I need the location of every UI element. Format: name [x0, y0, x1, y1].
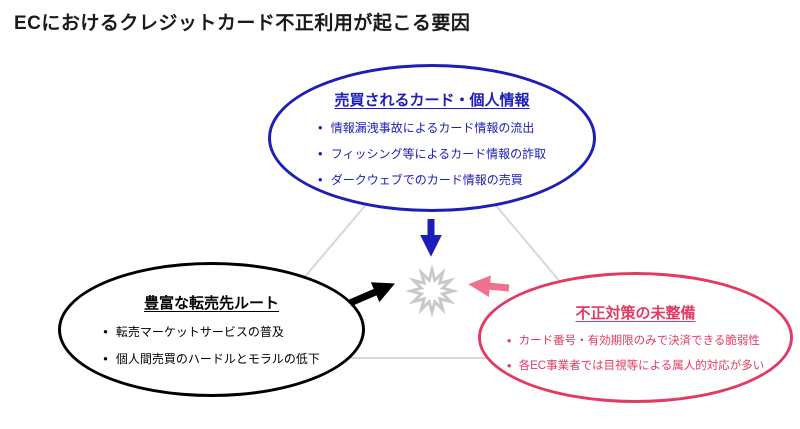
list-item: ● 各EC事業者では目視等による属人的対応が多い — [507, 357, 764, 373]
node-item-list: ● 情報漏洩事故によるカード情報の流出 ● フィッシング等によるカード情報の詐取… — [318, 119, 546, 188]
list-item: ● 個人間売買のハードルとモラルの低下 — [103, 350, 320, 367]
list-item: ● フィッシング等によるカード情報の詐取 — [318, 145, 546, 162]
bullet-icon: ● — [103, 354, 108, 363]
list-item-text: 個人間売買のハードルとモラルの低下 — [115, 352, 320, 366]
list-item-text: 情報漏洩事故によるカード情報の流出 — [330, 120, 535, 135]
node-traded-card-info: 売買されるカード・個人情報 ● 情報漏洩事故によるカード情報の流出 ● フィッシ… — [268, 64, 596, 212]
node-unprepared-countermeasures: 不正対策の未整備 ● カード番号・有効期限のみで決済できる脆弱性 ● 各EC事業… — [478, 272, 793, 403]
node-resale-routes: 豊富な転売先ルート ● 転売マーケットサービスの普及 ● 個人間売買のハードルと… — [58, 262, 365, 397]
arrow-left-to-center-icon — [348, 282, 395, 307]
bullet-icon: ● — [317, 148, 323, 158]
node-item-list: ● 転売マーケットサービスの普及 ● 個人間売買のハードルとモラルの低下 — [103, 323, 320, 367]
node-title: 不正対策の未整備 — [575, 305, 696, 322]
list-item-text: フィッシング等によるカード情報の詐取 — [330, 146, 547, 161]
list-item-text: カード番号・有効期限のみで決済できる脆弱性 — [518, 335, 760, 347]
list-item: ● 情報漏洩事故によるカード情報の流出 — [318, 119, 535, 136]
page-title: ECにおけるクレジットカード不正利用が起こる要因 — [14, 13, 471, 34]
arrow-right-to-center-icon — [468, 275, 510, 298]
node-title: 売買されるカード・個人情報 — [334, 91, 530, 109]
list-item: ● ダークウェブでのカード情報の売買 — [318, 171, 523, 188]
list-item: ● 転売マーケットサービスの普及 — [103, 323, 284, 340]
node-item-list: ● カード番号・有効期限のみで決済できる脆弱性 ● 各EC事業者では目視等による… — [507, 332, 764, 373]
bullet-icon: ● — [317, 122, 323, 132]
list-item: ● カード番号・有効期限のみで決済できる脆弱性 — [507, 332, 760, 348]
bullet-icon: ● — [103, 327, 108, 336]
node-title: 豊富な転売先ルート — [143, 295, 279, 312]
list-item-text: 転売マーケットサービスの普及 — [115, 325, 284, 339]
bullet-icon: ● — [506, 360, 512, 370]
list-item-text: 各EC事業者では目視等による属人的対応が多い — [518, 360, 765, 372]
list-item-text: ダークウェブでのカード情報の売買 — [330, 172, 523, 187]
starburst-icon — [405, 264, 459, 318]
bullet-icon: ● — [317, 174, 323, 184]
bullet-icon: ● — [506, 335, 512, 345]
